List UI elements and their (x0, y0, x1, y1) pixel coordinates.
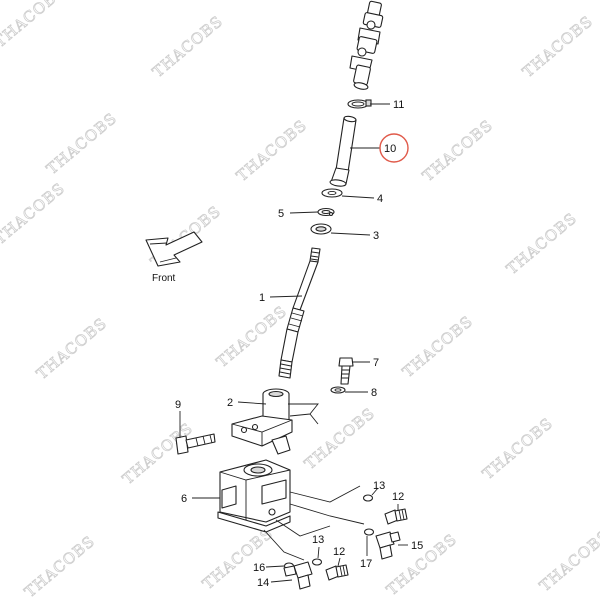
callout-2: 2 (227, 397, 233, 409)
front-direction-indicator: Front (145, 231, 203, 284)
washer (321, 188, 343, 198)
o-ring (362, 494, 374, 502)
callout-17: 17 (360, 558, 372, 570)
straight-fitting (325, 564, 349, 581)
hydraulic-hoses (263, 485, 365, 561)
callout-9: 9 (175, 399, 181, 411)
watermark: THACOBS (301, 404, 378, 473)
leader-lines (179, 103, 408, 583)
callout-12: 12 (333, 546, 345, 558)
column-bracket (231, 388, 319, 455)
watermark: THACOBS (43, 109, 120, 178)
watermark: THACOBS (21, 532, 98, 600)
seal-ring (310, 223, 332, 235)
watermark: THACOBS (503, 209, 580, 278)
column-tube (329, 115, 357, 187)
elbow-fitting (375, 531, 401, 560)
watermark: THACOBS (399, 312, 476, 381)
callout-8: 8 (371, 387, 377, 399)
watermark: THACOBS (213, 302, 290, 371)
watermark: THACOBS (119, 419, 196, 488)
steering-shaft (278, 247, 321, 379)
callout-numbers: 11 10 4 5 3 1 7 8 2 9 6 13 12 15 17 13 1… (175, 99, 423, 589)
bolt (175, 433, 216, 455)
steering-unit (217, 459, 291, 533)
callout-16: 15 (411, 540, 423, 552)
watermark: THACOBS (233, 116, 310, 185)
watermark: THACOBS (536, 526, 600, 595)
callout-10: 10 (384, 143, 396, 155)
o-ring (363, 528, 375, 536)
watermark: THACOBS (0, 179, 68, 248)
callout-4: 4 (377, 193, 383, 205)
callout-5: 5 (278, 208, 284, 220)
watermark: THACOBS (519, 12, 596, 81)
bolt (338, 357, 354, 385)
callout-1: 1 (259, 292, 265, 304)
arrow-left-icon (145, 231, 203, 267)
watermark: THACOBS (149, 12, 226, 81)
washer (330, 386, 346, 394)
o-ring (311, 558, 323, 566)
callout-13: 13 (373, 480, 385, 492)
callout-14: 14 (257, 577, 269, 589)
watermark: THACOBS (419, 116, 496, 185)
watermark: THACOBS (0, 0, 68, 51)
elbow-fitting (283, 561, 313, 590)
callout-3: 3 (373, 230, 379, 242)
universal-joint (349, 0, 384, 90)
snap-ring (317, 207, 335, 217)
callout-7: 7 (373, 357, 379, 369)
clamp-ring (347, 99, 372, 109)
watermark: THACOBS (479, 414, 556, 483)
watermark: THACOBS (33, 314, 110, 383)
callout-highlight-ring (379, 133, 409, 163)
front-label: Front (152, 273, 176, 284)
callout-15: 16 (253, 562, 265, 574)
callout-11: 11 (393, 99, 404, 111)
straight-fitting (384, 508, 408, 525)
callout-12: 12 (392, 491, 404, 503)
callout-13: 13 (312, 534, 324, 546)
callout-6: 6 (181, 493, 187, 505)
